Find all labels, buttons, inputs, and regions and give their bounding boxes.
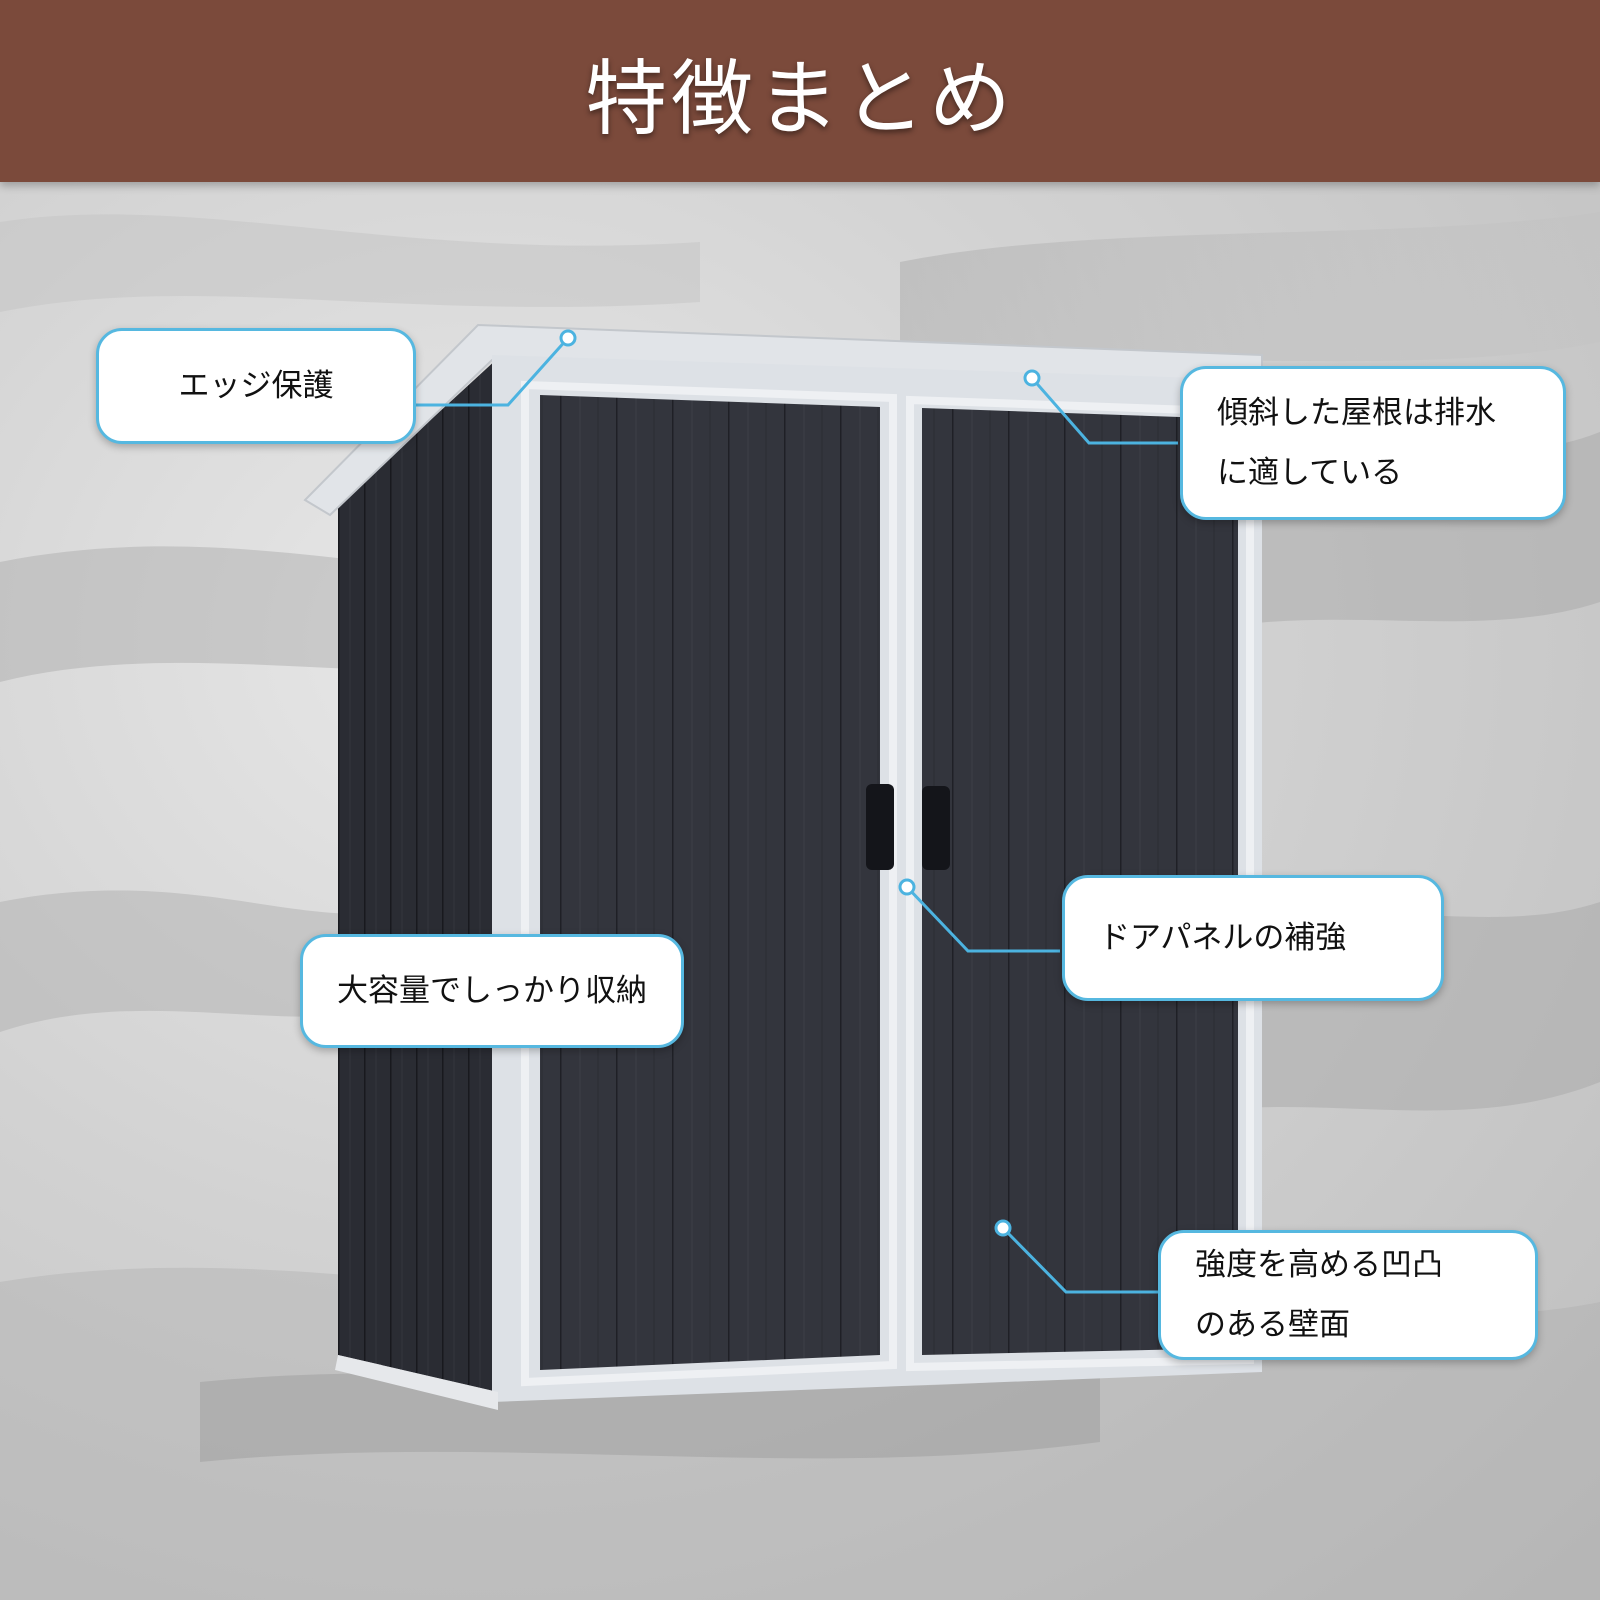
callout-line-1: 傾斜した屋根は排水 bbox=[1217, 395, 1496, 431]
anchor-dots bbox=[559, 329, 1041, 1237]
callout-edge-protection: エッジ保護 bbox=[96, 328, 416, 444]
callout-sloped-roof: 傾斜した屋根は排水 に適している bbox=[1180, 366, 1566, 520]
callout-ribbed-wall: 強度を高める凹凸 のある壁面 bbox=[1158, 1230, 1538, 1360]
header-banner: 特徴まとめ bbox=[0, 0, 1600, 182]
callout-text: エッジ保護 bbox=[178, 368, 334, 404]
leader-lines bbox=[412, 336, 1178, 1294]
page-title: 特徴まとめ bbox=[584, 51, 1015, 147]
right-door-handle bbox=[922, 786, 950, 870]
left-door bbox=[540, 395, 880, 1370]
callout-text: ドアパネルの補強 bbox=[1099, 920, 1347, 956]
callout-line-1: 強度を高める凹凸 bbox=[1195, 1247, 1443, 1283]
callout-large-capacity: 大容量でしっかり収納 bbox=[300, 934, 684, 1048]
callout-line-2: に適している bbox=[1217, 455, 1403, 491]
left-door-handle bbox=[866, 784, 894, 870]
shed-side-wall bbox=[338, 358, 498, 1392]
callout-text: 大容量でしっかり収納 bbox=[337, 973, 647, 1009]
callout-door-reinforcement: ドアパネルの補強 bbox=[1062, 875, 1444, 1001]
callout-line-2: のある壁面 bbox=[1195, 1307, 1350, 1343]
